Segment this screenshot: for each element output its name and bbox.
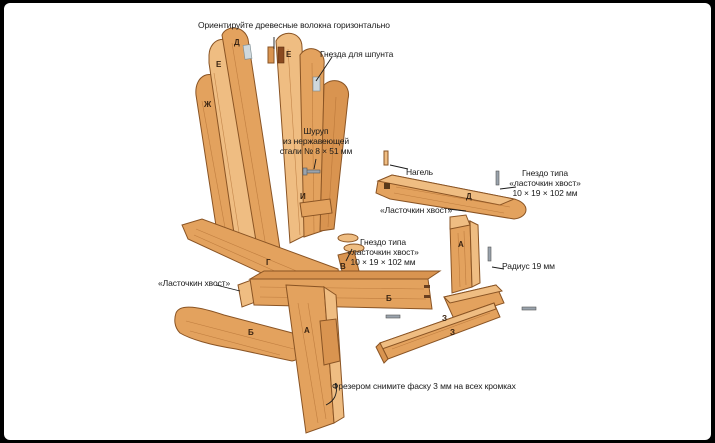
label-dovetail-left: «Ласточкин хвост» [158,278,231,288]
dowel [383,150,389,166]
screw-apron-left [385,314,401,319]
part-letter-i: И [300,192,306,201]
tenon-slot-right [312,76,321,92]
front-rail-b-top [248,270,442,280]
back-slat-d-top [221,27,281,254]
part-letter-v: В [340,262,346,271]
label-screw-line3: стали № 8 × 51 мм [279,146,353,156]
leg-a-right [449,220,473,294]
part-letter-a-front: А [304,326,310,335]
front-rail-b [249,278,433,310]
label-dovetail-slot-right-line3: 10 × 19 × 102 мм [512,188,578,198]
part-letter-b-side: Б [248,328,254,337]
label-radius: Радиус 19 мм [502,261,555,271]
seat-side-b [174,306,305,362]
dowel-hole [384,183,390,189]
label-grain-orientation: Ориентируйте древесные волокна горизонта… [198,20,390,30]
label-dovetail-slot-center-line1: Гнездо типа [360,237,406,247]
label-dovetail-slot-center: Гнездо типа «ласточкин хвост» 10 × 19 × … [342,237,424,267]
screw-apron [521,306,537,311]
screw-arm-right [495,170,500,186]
label-dowel: Нагель [406,167,434,177]
label-screw-line1: Шуруп [303,126,329,136]
illustration-canvas: Д Е Е Ж И Д А Г В Б Б А З З Ориентируйте… [4,3,711,440]
part-letter-e-left: Е [216,60,222,69]
part-letter-zh: Ж [203,100,212,109]
arm-d-right-top [376,174,516,206]
chair-exploded-diagram: Д Е Е Ж И Д А Г В Б Б А З З [174,27,537,434]
part-letter-b-rail: Б [386,294,392,303]
part-letter-z-lower: З [450,328,455,337]
part-letter-d-arm: Д [466,192,472,201]
tenon-slot-left [242,44,253,60]
label-screw-line2: из нержавеющей [282,136,350,146]
label-dovetail-slot-right-line2: «ласточкин хвост» [509,178,581,188]
part-letter-a-right: А [458,240,464,249]
label-chamfer: Фрезером снимите фаску 3 мм на всех кром… [332,381,516,391]
label-screw: Шуруп из нержавеющей стали № 8 × 51 мм [270,126,362,156]
back-rail-i [299,198,333,218]
label-tenon-slots: Гнезда для шпунта [320,49,394,59]
label-dovetail-slot-right-line1: Гнездо типа [522,168,568,178]
loose-tenon-2 [277,46,285,64]
part-letter-d-top: Д [234,38,240,47]
part-letter-e-right: Е [286,50,292,59]
label-dovetail-slot-center-line2: «ласточкин хвост» [347,247,419,257]
label-dovetail-right: «Ласточкин хвост» [380,205,453,215]
stainless-screw [302,167,321,176]
part-letter-g: Г [266,258,271,267]
plug-1 [337,233,359,243]
screw-leg-right [487,246,492,262]
leg-block [319,318,341,366]
leg-dovetail [449,214,471,230]
label-dovetail-slot-right: Гнездо типа «ласточкин хвост» 10 × 19 × … [508,168,582,198]
part-letter-z-upper: З [442,314,447,323]
back-slat-right-outer [319,80,350,232]
label-dovetail-slot-center-line3: 10 × 19 × 102 мм [350,257,416,267]
loose-tenon-1 [267,46,275,64]
back-slat-left-group [195,27,281,254]
